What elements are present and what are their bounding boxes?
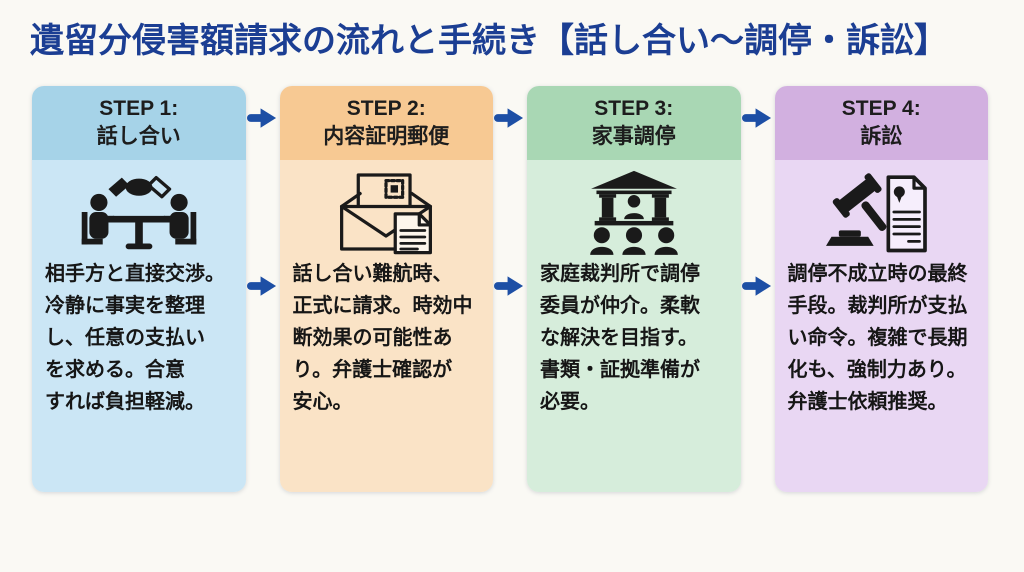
step-name: 訴訟 <box>860 125 903 148</box>
step-label: STEP 2: <box>346 96 426 120</box>
step-card-1: STEP 1: 話し合い <box>32 86 246 492</box>
right-arrow-icon <box>494 106 525 130</box>
step-card-4: STEP 4: 訴訟 <box>774 86 988 492</box>
step-label: STEP 1: <box>99 96 179 120</box>
certified-mail-icon <box>340 173 433 255</box>
step-2-header: STEP 2: 内容証明郵便 <box>279 86 493 160</box>
step-label: STEP 3: <box>594 96 674 120</box>
step-1-body: 相手方と直接交渉。 冷静に事実を整理 し、任意の支払い を求める。合意 すれば負… <box>32 160 246 492</box>
certified-mail-icon <box>293 166 481 258</box>
step-2-body: 話し合い難航時、 正式に請求。時効中 断効果の可能性あ り。弁護士確認が 安心。 <box>279 160 493 492</box>
step-label: STEP 4: <box>841 96 921 120</box>
step-description: 相手方と直接交渉。 冷静に事実を整理 し、任意の支払い を求める。合意 すれば負… <box>45 263 225 413</box>
right-arrow-icon <box>247 274 278 298</box>
step-name: 話し合い <box>96 125 181 148</box>
process-flow: STEP 1: 話し合い <box>32 86 988 492</box>
negotiation-icon <box>45 166 233 258</box>
negotiation-icon <box>81 175 197 250</box>
step-4-body: 調停不成立時の最終 手段。裁判所が支払 い命令。複雑で長期 化も、強制力あり。 … <box>774 160 988 492</box>
step-name: 内容証明郵便 <box>323 125 450 148</box>
step-name: 家事調停 <box>591 125 676 148</box>
step-3-header: STEP 3: 家事調停 <box>527 86 741 160</box>
litigation-icon <box>788 166 976 258</box>
litigation-icon <box>826 173 928 253</box>
step-description: 話し合い難航時、 正式に請求。時効中 断効果の可能性あ り。弁護士確認が 安心。 <box>292 263 473 413</box>
family-court-icon <box>540 166 728 258</box>
step-card-2: STEP 2: 内容証明郵便 <box>279 86 493 492</box>
right-arrow-icon <box>742 106 773 130</box>
step-3-body: 家庭裁判所で調停 委員が仲介。柔軟 な解決を目指す。 書類・証拠準備が 必要。 <box>527 160 741 492</box>
page-title: 遺留分侵害額請求の流れと手続き【話し合い〜調停・訴訟】 <box>30 22 948 60</box>
step-card-3: STEP 3: 家事調停 <box>527 86 741 492</box>
step-description: 家庭裁判所で調停 委員が仲介。柔軟 な解決を目指す。 書類・証拠準備が 必要。 <box>540 263 700 413</box>
step-1-header: STEP 1: 話し合い <box>32 86 246 160</box>
right-arrow-icon <box>247 106 278 130</box>
step-description: 調停不成立時の最終 手段。裁判所が支払 い命令。複雑で長期 化も、強制力あり。 … <box>787 263 968 413</box>
right-arrow-icon <box>742 274 773 298</box>
family-court-icon <box>589 170 678 255</box>
step-4-header: STEP 4: 訴訟 <box>774 86 988 160</box>
right-arrow-icon <box>494 274 525 298</box>
